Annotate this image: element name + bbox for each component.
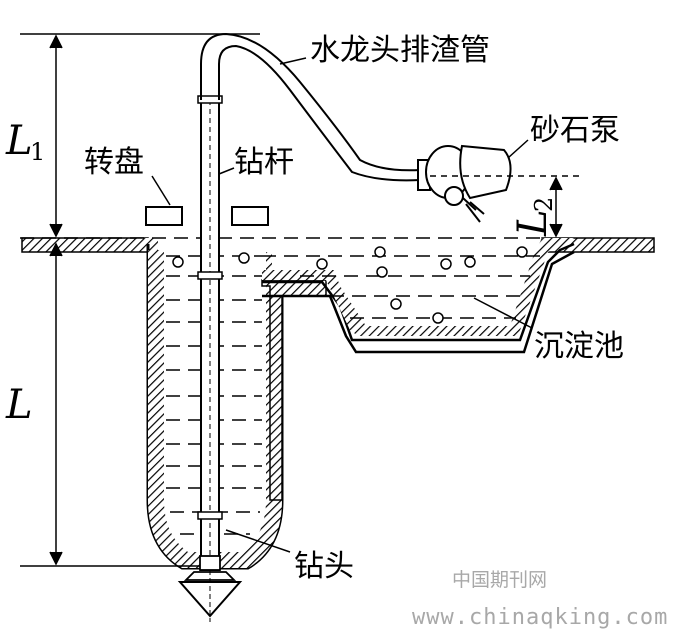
dimension-lines bbox=[20, 33, 580, 567]
watermark-line2: www.chinaqking.com bbox=[412, 605, 668, 630]
hose-leader bbox=[279, 57, 307, 65]
dim-l2-sub: 2 bbox=[530, 197, 558, 212]
turntable-leader bbox=[151, 175, 171, 206]
turntable-blocks bbox=[145, 206, 269, 226]
label-faucet-discharge-pipe: 水龙头排渣管 bbox=[310, 33, 490, 68]
dimension-l2: L 2 bbox=[510, 197, 558, 237]
settling-tank-wall bbox=[262, 238, 574, 336]
drill-bit bbox=[177, 555, 243, 622]
label-turntable: 转盘 bbox=[84, 145, 144, 180]
watermark-line1: 中国期刊网 bbox=[452, 569, 547, 591]
label-drill-rod: 钻杆 bbox=[234, 145, 294, 180]
label-drill-bit: 钻头 bbox=[294, 549, 354, 584]
discharge-hose bbox=[200, 32, 421, 172]
bubbles bbox=[172, 246, 528, 324]
dim-l2-var: L bbox=[510, 209, 556, 237]
dim-l-var: L bbox=[5, 382, 33, 428]
dim-l1-var: L bbox=[5, 118, 33, 164]
borehole-hatch-band bbox=[148, 250, 282, 568]
pump-leader bbox=[507, 139, 529, 159]
sand-pump bbox=[417, 144, 512, 223]
settling-tank-leader bbox=[473, 297, 533, 329]
label-settling-tank: 沉淀池 bbox=[534, 329, 624, 364]
drill-rod bbox=[197, 95, 223, 571]
dimension-l1: L 1 bbox=[5, 118, 45, 166]
partition-wall bbox=[261, 279, 327, 501]
dim-l1-sub: 1 bbox=[30, 138, 45, 166]
discharge-hose-inner bbox=[218, 44, 421, 182]
partition-top bbox=[262, 242, 575, 342]
borehole-wall bbox=[136, 238, 272, 558]
label-sand-pump: 砂石泵 bbox=[530, 113, 620, 148]
drill-rod-leader bbox=[218, 167, 235, 175]
drill-bit-leader bbox=[225, 529, 291, 553]
